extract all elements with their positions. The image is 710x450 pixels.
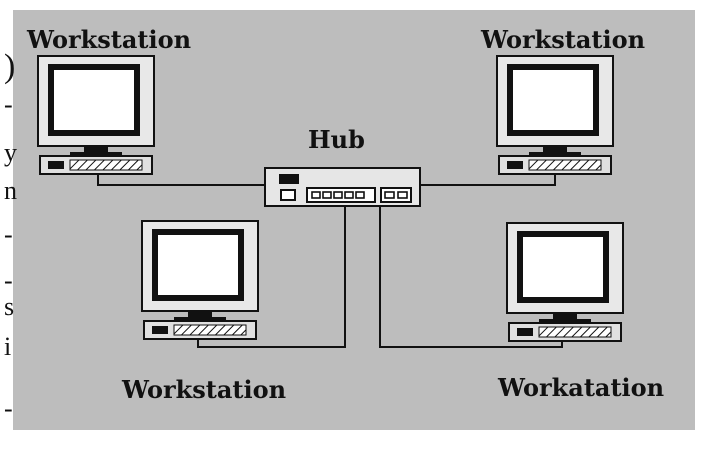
label-workstation-bottom-left: Workstation: [121, 375, 286, 404]
label-workstation-top-right: Workstation: [480, 25, 645, 54]
edge-fragment: -: [4, 394, 13, 423]
hub-device: [264, 167, 421, 207]
label-workstation-top-left: Workstation: [26, 25, 191, 54]
edge-fragment: -: [4, 220, 13, 249]
edge-fragment: ): [4, 48, 16, 85]
edge-fragment: -: [4, 266, 13, 295]
bottom-strip: [130, 436, 570, 445]
edge-fragment: n: [4, 176, 17, 205]
workstation-top-left-icon: [37, 55, 155, 175]
edge-fragment: -: [4, 90, 13, 119]
workstation-top-right-icon: [496, 55, 614, 175]
edge-fragment: s: [4, 292, 15, 321]
label-hub: Hub: [308, 125, 365, 154]
workstation-bottom-left-icon: [141, 220, 259, 340]
edge-fragment: i: [4, 332, 12, 361]
label-workstation-bottom-right: Workatation: [497, 373, 664, 402]
edge-fragment: y: [4, 138, 17, 167]
workstation-bottom-right-icon: [506, 222, 624, 342]
